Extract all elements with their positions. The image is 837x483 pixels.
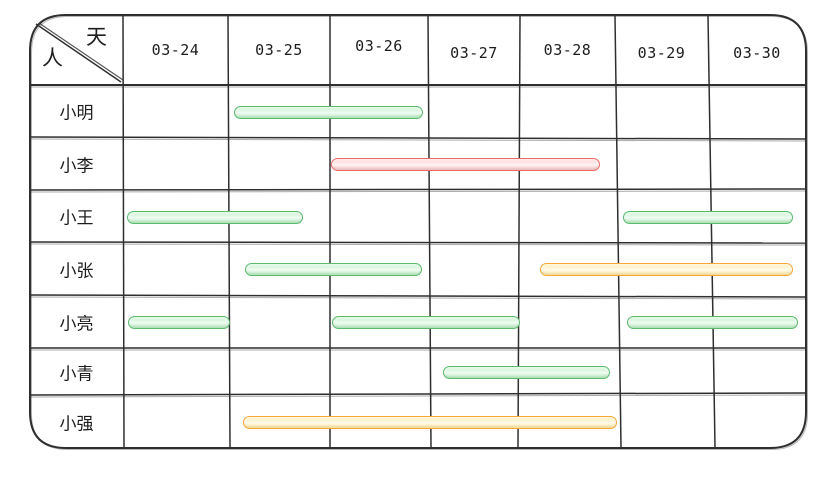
gantt-bar[interactable] <box>443 366 610 379</box>
date-header-03-29: 03-29 <box>637 44 686 62</box>
person-label-5: 小青 <box>59 364 94 384</box>
gantt-bar[interactable] <box>234 105 423 119</box>
gantt-bar[interactable] <box>540 263 793 276</box>
corner-diagonal-2 <box>38 22 124 81</box>
row-line <box>30 392 806 396</box>
gantt-bar[interactable] <box>623 210 793 224</box>
date-header-03-25: 03-25 <box>255 41 303 59</box>
date-header-03-27: 03-27 <box>450 44 498 62</box>
gantt-bar[interactable] <box>127 210 303 224</box>
column-line <box>614 15 622 448</box>
person-label-1: 小李 <box>59 156 94 176</box>
corner-axis-label-days: 天 <box>86 25 107 49</box>
gantt-bar[interactable] <box>332 316 520 329</box>
table-outline <box>29 14 807 449</box>
person-label-3: 小张 <box>59 261 94 281</box>
row-line <box>30 188 806 191</box>
column-line <box>227 15 231 448</box>
date-header-03-30: 03-30 <box>733 44 781 62</box>
column-line <box>707 15 716 448</box>
row-line-shadow <box>30 190 806 193</box>
row-line-shadow <box>30 394 806 398</box>
column-line <box>122 15 125 448</box>
person-label-6: 小强 <box>59 414 94 434</box>
row-line <box>30 136 806 140</box>
gantt-bar[interactable] <box>128 316 230 329</box>
person-label-2: 小王 <box>59 208 94 229</box>
person-label-4: 小亮 <box>59 314 94 334</box>
table-outline-shadow <box>31 16 808 450</box>
corner-axis-label-people: 人 <box>42 46 63 70</box>
row-line-shadow <box>30 138 806 142</box>
gantt-bar[interactable] <box>243 416 617 429</box>
column-line <box>427 15 432 448</box>
date-header-03-26: 03-26 <box>355 37 403 55</box>
corner-diagonal <box>35 23 122 83</box>
date-header-03-24: 03-24 <box>151 41 200 59</box>
person-label-0: 小明 <box>59 103 94 124</box>
row-line <box>30 241 806 244</box>
date-header-03-28: 03-28 <box>543 41 592 59</box>
gantt-bar[interactable] <box>627 316 798 329</box>
row-line-shadow <box>30 243 806 246</box>
gantt-bar[interactable] <box>245 263 422 276</box>
row-line <box>30 294 806 298</box>
column-line <box>517 15 521 448</box>
gantt-bar[interactable] <box>331 158 600 171</box>
row-line-shadow <box>30 296 806 300</box>
